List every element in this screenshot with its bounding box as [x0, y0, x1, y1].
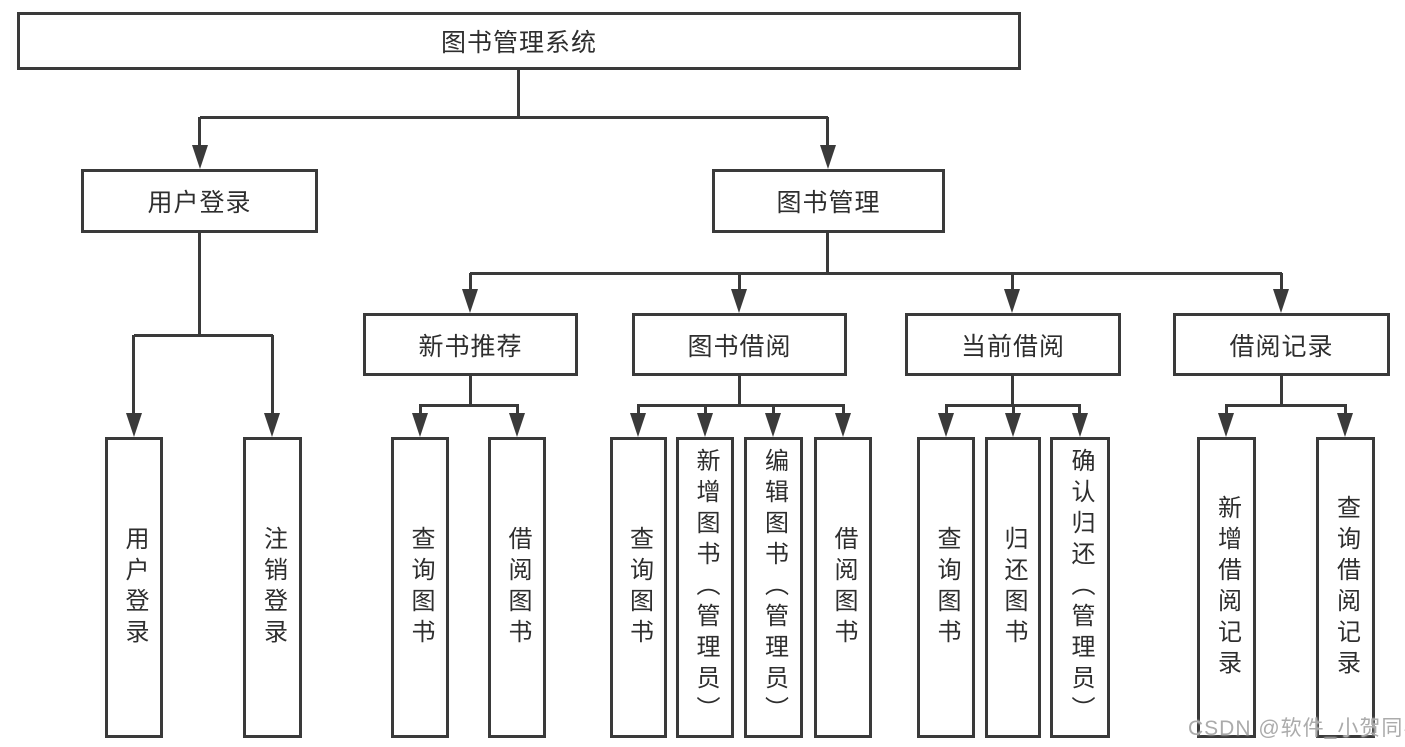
connector-line [738, 376, 741, 406]
connector-line [772, 404, 775, 416]
connector-line [704, 404, 707, 416]
arrow-down-icon [835, 413, 851, 437]
arrow-down-icon [630, 413, 646, 437]
leaf-borrow-books-borrowing: 借阅图书 [814, 437, 872, 738]
leaf-add-borrow-record: 新增借阅记录 [1197, 437, 1256, 738]
arrow-down-icon [126, 413, 142, 437]
leaf-edit-books-admin-label: 编辑图书（管理员） [760, 448, 788, 727]
node-book-borrowing-label: 图书借阅 [687, 332, 792, 361]
node-user-login: 用户登录 [81, 169, 318, 233]
arrow-down-icon [697, 413, 713, 437]
connector-line [1011, 273, 1014, 293]
node-current-borrowing: 当前借阅 [905, 313, 1121, 376]
leaf-logout-label: 注销登录 [259, 525, 287, 650]
leaf-query-borrow-record-label: 查询借阅记录 [1332, 494, 1360, 681]
leaf-query-books-current-label: 查询图书 [933, 525, 960, 650]
connector-line [271, 335, 274, 417]
node-book-borrowing: 图书借阅 [632, 313, 847, 376]
arrow-down-icon [1337, 413, 1353, 437]
leaf-user-login-label: 用户登录 [121, 525, 148, 650]
connector-line [1078, 404, 1081, 416]
csdn-watermark: CSDN @软件_小贺同学 [1188, 717, 1405, 740]
node-new-book-recommend-label: 新书推荐 [418, 332, 523, 361]
connector-line [198, 117, 201, 149]
leaf-add-borrow-record-label: 新增借阅记录 [1213, 494, 1241, 681]
leaf-user-login: 用户登录 [105, 437, 163, 738]
arrow-down-icon [412, 413, 428, 437]
arrow-down-icon [1273, 289, 1289, 313]
node-borrowing-records-label: 借阅记录 [1229, 332, 1334, 361]
connector-line [1280, 273, 1283, 293]
leaf-add-books-admin: 新增图书（管理员） [676, 437, 734, 738]
connector-line [198, 233, 201, 337]
connector-line [826, 233, 829, 274]
arrow-down-icon [938, 413, 954, 437]
connector-line [469, 273, 472, 293]
connector-line [638, 404, 843, 407]
arrow-down-icon [1004, 289, 1020, 313]
connector-line [419, 404, 422, 416]
connector-line [738, 273, 741, 293]
node-borrowing-records: 借阅记录 [1173, 313, 1390, 376]
arrow-down-icon [1072, 413, 1088, 437]
leaf-query-books-current: 查询图书 [917, 437, 975, 738]
node-new-book-recommend: 新书推荐 [363, 313, 578, 376]
node-current-borrowing-label: 当前借阅 [960, 332, 1065, 361]
leaf-query-borrow-record: 查询借阅记录 [1316, 437, 1375, 738]
connector-line [826, 117, 829, 149]
arrow-down-icon [264, 413, 280, 437]
connector-line [134, 334, 273, 337]
connector-line [1011, 376, 1014, 406]
leaf-logout: 注销登录 [243, 437, 302, 738]
arrow-down-icon [192, 145, 208, 169]
arrow-down-icon [462, 289, 478, 313]
connector-line [1226, 404, 1346, 407]
connector-line [842, 404, 845, 416]
connector-line [945, 404, 948, 416]
leaf-confirm-return-admin-label: 确认归还（管理员） [1067, 448, 1094, 727]
leaf-query-books-borrowing: 查询图书 [610, 437, 667, 738]
leaf-add-books-admin-label: 新增图书（管理员） [692, 448, 719, 727]
connector-line [517, 70, 520, 118]
connector-line [1225, 404, 1228, 416]
connector-line [132, 335, 135, 417]
connector-line [200, 116, 828, 119]
leaf-edit-books-admin: 编辑图书（管理员） [744, 437, 803, 738]
connector-line [1344, 404, 1347, 416]
leaf-query-books-recommend: 查询图书 [391, 437, 449, 738]
node-root: 图书管理系统 [17, 12, 1021, 70]
leaf-borrow-books-recommend: 借阅图书 [488, 437, 546, 738]
leaf-query-books-recommend-label: 查询图书 [407, 525, 434, 650]
arrow-down-icon [1218, 413, 1234, 437]
node-book-management: 图书管理 [712, 169, 945, 233]
leaf-borrow-books-borrowing-label: 借阅图书 [830, 525, 857, 650]
connector-line [1012, 404, 1015, 416]
leaf-confirm-return-admin: 确认归还（管理员） [1050, 437, 1110, 738]
arrow-down-icon [1005, 413, 1021, 437]
connector-line [1280, 376, 1283, 406]
leaf-borrow-books-recommend-label: 借阅图书 [504, 525, 531, 650]
leaf-query-books-borrowing-label: 查询图书 [625, 525, 653, 650]
arrow-down-icon [509, 413, 525, 437]
leaf-return-books-label: 归还图书 [1000, 525, 1027, 650]
connector-line [516, 404, 519, 416]
connector-line [470, 272, 1282, 275]
node-book-management-label: 图书管理 [776, 189, 881, 217]
arrow-down-icon [731, 289, 747, 313]
connector-line [637, 404, 640, 416]
leaf-return-books: 归还图书 [985, 437, 1041, 738]
node-root-label: 图书管理系统 [440, 29, 597, 57]
node-user-login-label: 用户登录 [147, 189, 252, 217]
connector-line [420, 404, 517, 407]
arrow-down-icon [765, 413, 781, 437]
arrow-down-icon [820, 145, 836, 169]
connector-line [469, 376, 472, 406]
